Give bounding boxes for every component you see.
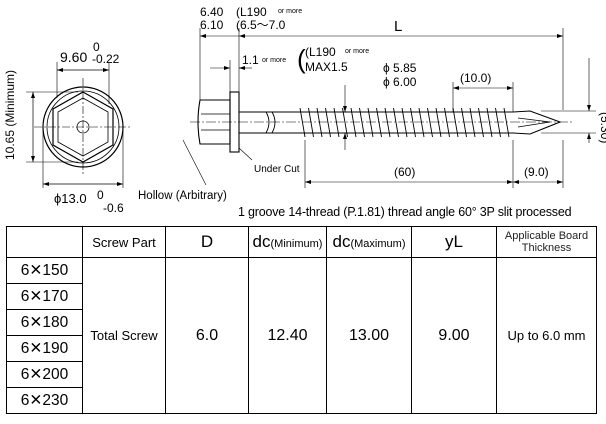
washer-tol-upper: 0 — [97, 188, 104, 202]
header-dc-min: dc(Minimum) — [248, 226, 327, 258]
drill-length-label: (10.0) — [460, 71, 491, 85]
thread-crest — [308, 107, 314, 138]
header-dc-max-main: dc — [332, 232, 351, 251]
thread-crest — [410, 107, 416, 138]
underhead-dim: 1.1 — [242, 53, 259, 67]
thread-crests — [299, 107, 510, 138]
thread-crest — [333, 107, 340, 138]
thread-crest — [299, 107, 306, 138]
table-row: 6✕150 Total Screw 6.0 12.40 13.00 9.00 U… — [6, 257, 597, 414]
header-dc-min-sub: (Minimum) — [270, 238, 323, 250]
head-note-1: (L190 — [236, 5, 267, 19]
underhead-note-small: or more — [345, 48, 369, 55]
thread-crest — [342, 107, 348, 138]
header-yl: yL — [411, 226, 497, 258]
under-cut-label: Under Cut — [254, 164, 300, 175]
thread-length-label: (60) — [394, 165, 415, 179]
header-size-blank — [6, 226, 83, 258]
thread-crest — [393, 107, 399, 138]
point-dia-label: (5.30) — [598, 112, 606, 143]
screw-side-view — [190, 91, 572, 153]
header-dc-min-main: dc — [252, 232, 271, 251]
dimension-arrows — [200, 34, 591, 184]
header-d: D — [165, 226, 249, 258]
thread-crest — [461, 107, 467, 138]
size-cell: 6✕190 — [6, 335, 83, 362]
thread-crest — [359, 107, 365, 138]
washer-tol-lower: -0.6 — [103, 201, 124, 215]
major-dia-label: ϕ 6.00 — [383, 75, 417, 89]
size-cell: 6✕200 — [6, 361, 83, 388]
size-cell: 6✕170 — [6, 283, 83, 310]
hollow-label: Hollow (Arbitrary) — [138, 190, 227, 202]
thread-crest — [418, 107, 425, 138]
thread-crest — [325, 107, 331, 138]
thread-crest — [503, 107, 510, 138]
head-width-tol-lower: -0.22 — [92, 52, 120, 66]
thread-crest — [486, 107, 493, 138]
table-header-row: Screw Part D dc(Minimum) dc(Maximum) yL … — [6, 226, 597, 258]
length-label: L — [394, 18, 402, 35]
head-width-dim: 9.60 — [60, 49, 87, 65]
thread-crest — [427, 107, 433, 138]
thickness-cell: Up to 6.0 mm — [496, 257, 597, 414]
thread-crest — [452, 107, 459, 138]
head-note-2: (6.5～7.0 — [236, 18, 286, 32]
header-dc-max-sub: (Maximum) — [350, 238, 406, 250]
thread-crest — [444, 107, 450, 138]
d-cell: 6.0 — [165, 257, 249, 414]
spec-table: Screw Part D dc(Minimum) dc(Maximum) yL … — [6, 226, 597, 414]
minor-dia-label: ϕ 5.85 — [383, 61, 417, 75]
thread-crest — [401, 107, 408, 138]
thread-crest — [384, 107, 391, 138]
head-end-view — [26, 62, 131, 188]
head-dim-upper: 6.40 — [200, 5, 224, 19]
thread-crest — [367, 107, 374, 138]
header-dc-max: dc(Maximum) — [326, 226, 412, 258]
head-dim-lower: 6.10 — [200, 18, 224, 32]
thread-spec-note: 1 groove 14-thread (P.1.81) thread angle… — [238, 205, 572, 219]
washer-diameter-dim: ϕ13.0 — [54, 191, 87, 206]
dc-min-cell: 12.40 — [248, 257, 327, 414]
thread-crest — [316, 107, 323, 138]
underhead-bracket: ( — [297, 44, 306, 74]
side-dimension-lines — [182, 28, 596, 188]
header-screw-part: Screw Part — [82, 226, 166, 258]
table-row: 6✕230 — [6, 387, 597, 414]
thread-crest — [469, 107, 476, 138]
thread-crest — [495, 107, 501, 138]
head-note-1-small: or more — [278, 8, 302, 15]
screw-part-cell: Total Screw — [82, 257, 166, 414]
underhead-note-1: (L190 — [305, 45, 336, 59]
table-row: 6✕190 — [6, 335, 597, 362]
size-cell: 6✕180 — [6, 309, 83, 336]
drill-point — [512, 110, 562, 135]
hex-head-side — [197, 99, 231, 145]
size-cell: 6✕230 — [6, 387, 83, 414]
head-width-tol-upper: 0 — [93, 40, 100, 54]
dc-max-cell: 13.00 — [326, 257, 412, 414]
thread-crest — [376, 107, 382, 138]
tip-length-label: (9.0) — [524, 165, 549, 179]
underhead-small: or more — [262, 57, 286, 64]
underhead-note-2: MAX1.5 — [305, 60, 348, 74]
thread-crest — [478, 107, 484, 138]
thread-crest — [435, 107, 442, 138]
size-cell: 6✕150 — [6, 257, 83, 284]
header-thickness: Applicable Board Thickness — [496, 226, 597, 258]
yl-cell: 9.00 — [411, 257, 497, 414]
screw-drawing: 9.60 0 -0.22 10.65 (Minimum) ϕ13.0 0 -0.… — [3, 5, 606, 215]
head-height-dim: 10.65 (Minimum) — [3, 70, 17, 160]
thread-crest — [350, 107, 357, 138]
table-row: 6✕200 — [6, 361, 597, 388]
